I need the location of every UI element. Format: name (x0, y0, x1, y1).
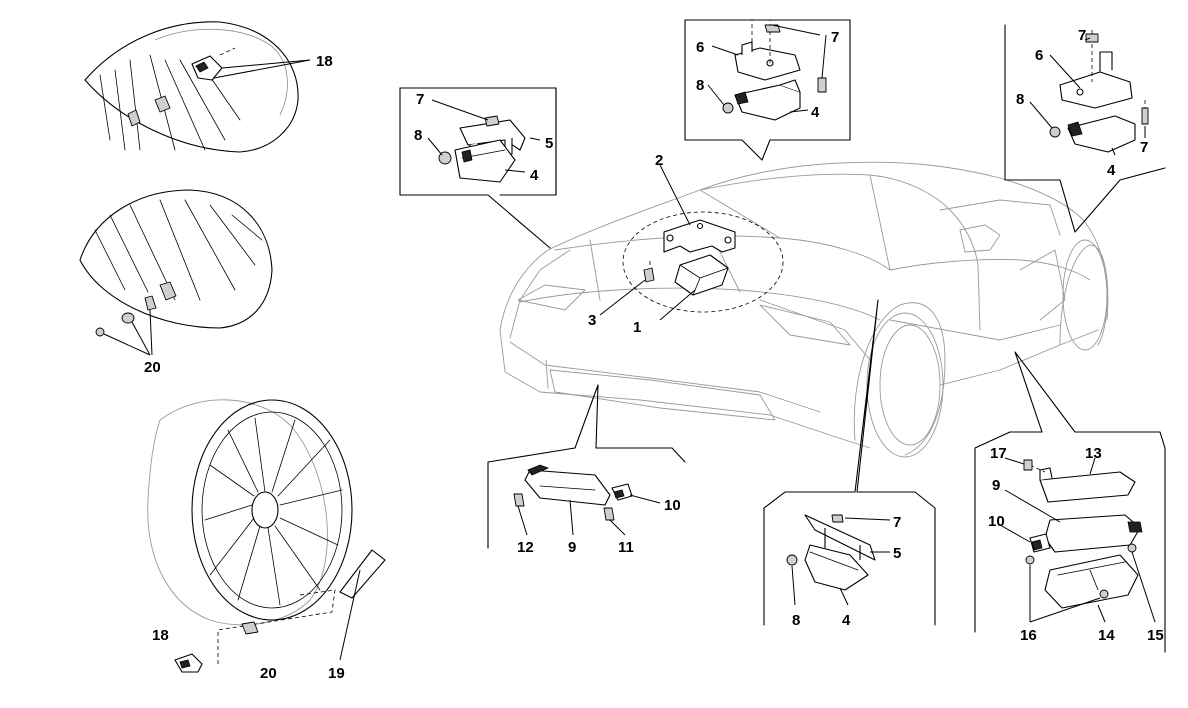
callout-7: 7 (416, 91, 424, 108)
callout-18: 18 (316, 53, 333, 70)
callout-frame-bcl (487, 384, 686, 549)
callout-group-bcr-parts (786, 514, 876, 591)
callout-8: 8 (792, 612, 800, 629)
callout-frame-tl (399, 87, 551, 249)
wheel-detail-top (84, 21, 299, 153)
wheel-detail-middle (79, 189, 273, 337)
callout-3: 3 (588, 312, 596, 329)
callout-15: 15 (1147, 627, 1164, 644)
callout-frame-br (974, 351, 1166, 653)
callout-6: 6 (1035, 47, 1043, 64)
center-module-callout-ellipse (622, 211, 784, 313)
callout-17: 17 (990, 445, 1007, 462)
callout-20: 20 (144, 359, 161, 376)
callout-frame-bcr (763, 299, 936, 626)
callout-6: 6 (696, 39, 704, 56)
callout-9: 9 (568, 539, 576, 556)
callout-group-br-parts (1023, 459, 1143, 609)
callout-9: 9 (992, 477, 1000, 494)
callout-5: 5 (893, 545, 901, 562)
callout-4: 4 (842, 612, 851, 629)
callout-frame-tc (684, 19, 851, 161)
callout-7: 7 (1078, 27, 1086, 44)
callout-8: 8 (414, 127, 422, 144)
callout-8: 8 (696, 77, 704, 94)
wheel-full (147, 399, 386, 673)
callout-group-tr-parts (1049, 30, 1149, 153)
callout-11: 11 (618, 539, 634, 556)
car-illustration (499, 161, 1109, 458)
callout-4: 4 (1107, 162, 1116, 179)
callout-10: 10 (664, 497, 681, 514)
callout-18: 18 (152, 627, 169, 644)
callout-10: 10 (988, 513, 1005, 530)
callout-group-tc-parts (722, 20, 827, 121)
callout-5: 5 (545, 135, 553, 152)
callout-4: 4 (530, 167, 539, 184)
callout-1: 1 (633, 319, 641, 336)
callout-20: 20 (260, 665, 277, 682)
callout-14: 14 (1098, 627, 1115, 644)
callout-7: 7 (1140, 139, 1148, 156)
callout-16: 16 (1020, 627, 1037, 644)
callout-7: 7 (893, 514, 901, 531)
callout-12: 12 (517, 539, 534, 556)
callout-frame-tr (1004, 24, 1166, 233)
center-module-parts (643, 219, 736, 296)
callout-group-tl-parts (438, 115, 526, 183)
callout-19: 19 (328, 665, 345, 682)
callout-7: 7 (831, 29, 839, 46)
callout-13: 13 (1085, 445, 1102, 462)
callout-labels: 1 2 3 7 5 8 4 6 7 8 4 6 7 8 7 4 18 20 18… (144, 27, 1164, 682)
callout-2: 2 (655, 152, 663, 169)
callout-4: 4 (811, 104, 820, 121)
callout-group-bcl-parts (513, 464, 633, 521)
leader-lines (103, 24, 1156, 661)
callout-8: 8 (1016, 91, 1024, 108)
